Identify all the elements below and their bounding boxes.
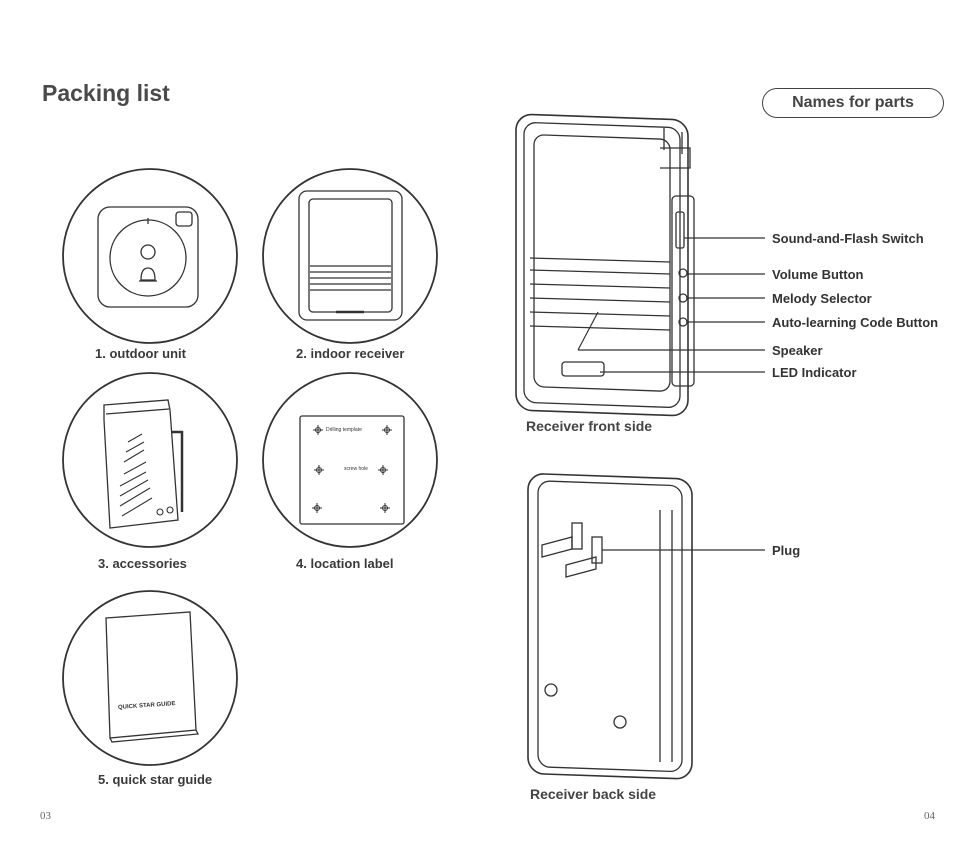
item-label-indoor-receiver: 2. indoor receiver: [296, 346, 405, 361]
part-speaker: Speaker: [772, 343, 823, 358]
receiver-front-caption: Receiver front side: [526, 418, 653, 434]
leader-lines: [577, 237, 765, 551]
drilling-template-text: Drilling template: [326, 427, 362, 433]
packing-list-title: Packing list: [42, 80, 170, 106]
accessories-illustration: [62, 372, 238, 548]
outdoor-unit-illustration: [62, 168, 238, 344]
part-volume-button: Volume Button: [772, 267, 864, 282]
part-auto-learning-code-button: Auto-learning Code Button: [772, 315, 939, 330]
receiver-back-illustration: [527, 473, 693, 780]
receiver-back-caption: Receiver back side: [530, 786, 657, 802]
item-label-quick-guide: 5. quick star guide: [98, 772, 213, 787]
names-for-parts-heading: Names for parts: [762, 88, 944, 118]
left-page-number: 03: [40, 810, 51, 822]
part-led-indicator: LED Indicator: [772, 365, 857, 380]
item-label-accessories: 3. accessories: [98, 556, 187, 571]
location-label-illustration: [262, 372, 438, 548]
receiver-front-illustration: [515, 113, 695, 417]
part-melody-selector: Melody Selector: [772, 291, 872, 306]
item-label-location-label: 4. location label: [296, 556, 394, 571]
part-plug: Plug: [772, 543, 801, 558]
indoor-receiver-illustration: [262, 168, 438, 344]
item-label-outdoor-unit: 1. outdoor unit: [95, 346, 186, 361]
part-sound-flash-switch: Sound-and-Flash Switch: [772, 231, 924, 246]
quick-guide-illustration: [62, 590, 238, 766]
screw-hole-text: screw hole: [344, 466, 368, 472]
right-page-number: 04: [924, 810, 935, 822]
